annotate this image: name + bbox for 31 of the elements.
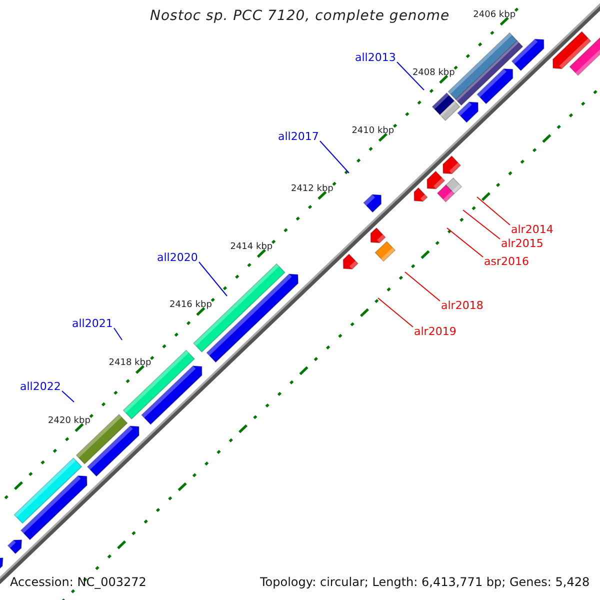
scale-label: 2408 kbp: [412, 68, 455, 78]
scale-label: 2412 kbp: [290, 184, 334, 194]
leader-line: [114, 328, 122, 340]
leader-line: [462, 210, 500, 240]
gene-label: alr2015: [501, 238, 544, 249]
gene-label: all2022: [20, 381, 61, 392]
gene-label: alr2014: [511, 224, 554, 235]
genome-info-note: Topology: circular; Length: 6,413,771 bp; Genes: 5,428: [260, 576, 590, 588]
scale-label: 2410 kbp: [352, 126, 394, 136]
leader-line: [404, 272, 440, 302]
leader-line: [446, 228, 484, 258]
leader-line: [62, 390, 74, 402]
scale-label: 2406 kbp: [473, 10, 516, 20]
gene-label: alr2018: [441, 300, 484, 311]
scale-label: 2418 kbp: [108, 359, 152, 368]
gene-label: asr2016: [484, 256, 529, 267]
gene-label: all2013: [355, 52, 396, 63]
leader-line: [378, 298, 414, 328]
leader-line: [198, 262, 228, 296]
accession-note: Accession: NC_003272: [10, 576, 146, 588]
leader-line: [320, 140, 350, 174]
gene-label: alr2019: [414, 326, 456, 337]
diagram-title: Nostoc sp. PCC 7120, complete genome: [150, 9, 450, 23]
gene-label: all2017: [278, 131, 319, 142]
leader-line: [476, 196, 510, 226]
gene-label: all2020: [157, 252, 198, 263]
scale-label: 2416 kbp: [170, 301, 212, 310]
scale-label: 2420 kbp: [48, 417, 90, 426]
leader-line: [396, 62, 424, 90]
gene-label: all2021: [72, 318, 113, 329]
scale-label: 2414 kbp: [230, 243, 273, 252]
